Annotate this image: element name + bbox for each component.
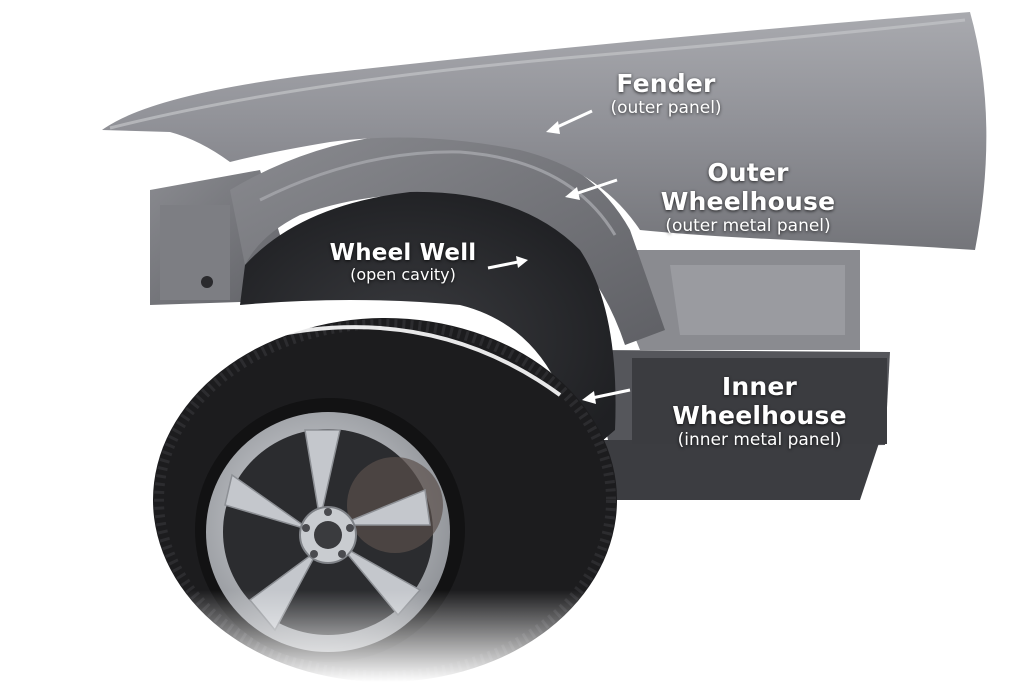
inner-wheelhouse-subtitle: (inner metal panel)	[677, 429, 842, 450]
wheel-well-label: Wheel Well (open cavity)	[318, 240, 488, 285]
wheel-well-title: Wheel Well	[329, 240, 477, 266]
inner-wheelhouse-label: Inner Wheelhouse (inner metal panel)	[637, 372, 882, 450]
outer-wheelhouse-panel	[230, 131, 665, 345]
bolt-hole	[201, 276, 213, 288]
fender-subtitle: (outer panel)	[610, 97, 722, 118]
inner-wheelhouse-panel	[632, 358, 887, 444]
fender-label: Fender (outer panel)	[596, 69, 736, 118]
arrow-icon	[565, 178, 618, 200]
fender-title: Fender	[616, 69, 716, 98]
arrow-icon	[546, 109, 593, 134]
outer-wheelhouse-title: Outer Wheelhouse	[660, 158, 836, 216]
wheel-well-subtitle: (open cavity)	[350, 265, 456, 285]
arrow-icon	[487, 256, 528, 270]
fender-panel	[102, 12, 987, 250]
inner-wheelhouse-title: Inner Wheelhouse	[672, 372, 847, 430]
outer-wheelhouse-subtitle: (outer metal panel)	[665, 215, 831, 236]
arrow-icon	[582, 388, 631, 404]
hub-cap	[314, 521, 342, 549]
outer-wheelhouse-label: Outer Wheelhouse (outer metal panel)	[622, 158, 874, 236]
